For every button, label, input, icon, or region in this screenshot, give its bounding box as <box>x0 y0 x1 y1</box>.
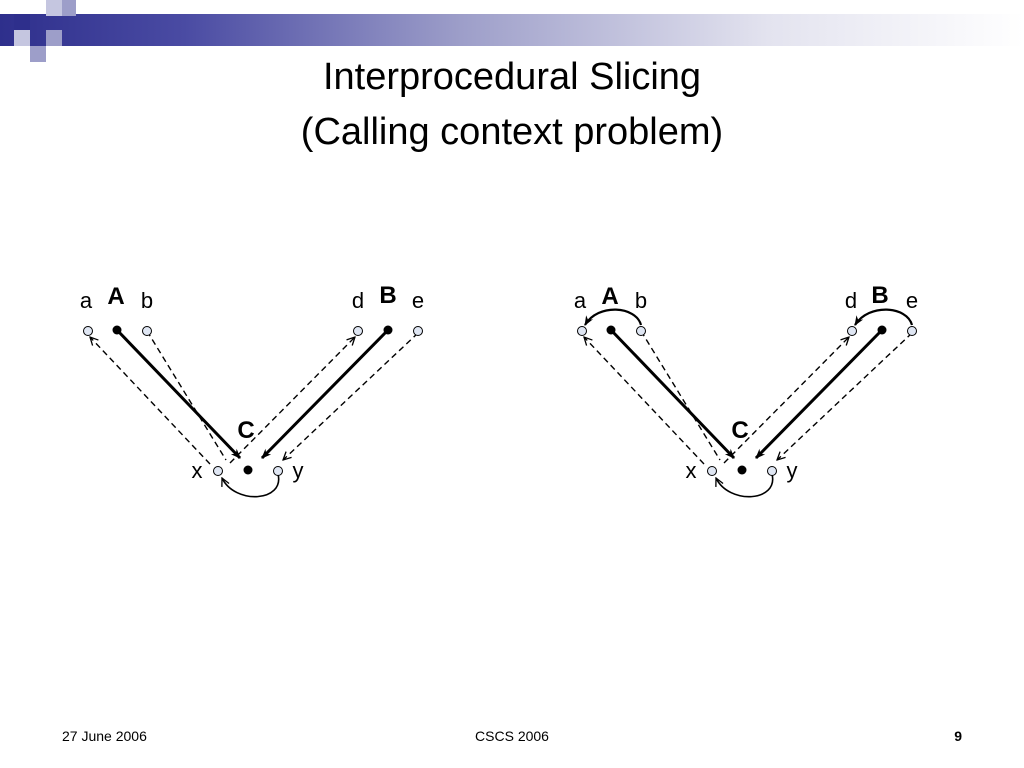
param-edge-b-to-x <box>146 330 227 461</box>
footer-date: 27 June 2006 <box>62 728 147 744</box>
label-d: d <box>845 288 857 313</box>
logo-square <box>14 14 30 30</box>
proc-label-b: B <box>379 282 396 309</box>
title-line-1: Interprocedural Slicing <box>322 56 702 98</box>
logo-square <box>14 30 30 46</box>
call-edge-b-to-c <box>260 328 390 460</box>
param-edge-b-to-x <box>640 330 721 461</box>
call-edge-a-to-c <box>609 328 736 460</box>
footer-event: CSCS 2006 <box>475 728 549 744</box>
node-d <box>847 326 857 336</box>
call-edge-b-to-c <box>754 328 884 460</box>
flow-edge-y-to-x <box>222 473 280 498</box>
call-edge-a-to-c <box>115 328 242 460</box>
param-edge-x-to-d <box>723 337 849 464</box>
node-e <box>907 326 917 336</box>
label-y: y <box>293 458 304 483</box>
label-b: b <box>141 288 153 313</box>
node-b <box>636 326 646 336</box>
param-edge-x-to-d <box>229 337 355 464</box>
label-b: b <box>635 288 647 313</box>
flow-edge-y-to-x <box>716 473 774 498</box>
node-d <box>353 326 363 336</box>
label-y: y <box>787 458 798 483</box>
label-a: a <box>80 288 93 313</box>
logo-square <box>30 46 46 62</box>
node-a <box>83 326 93 336</box>
proc-label-b: B <box>871 282 888 309</box>
param-edge-x-to-a <box>90 337 211 465</box>
proc-label-a: A <box>107 283 124 310</box>
node-c-entry <box>243 465 253 475</box>
label-e: e <box>412 288 424 313</box>
node-b <box>142 326 152 336</box>
label-x: x <box>686 458 697 483</box>
diagram-left: a A b d B e C x y <box>80 282 424 498</box>
page-number: 9 <box>954 728 962 744</box>
node-y <box>273 466 283 476</box>
node-a <box>577 326 587 336</box>
param-edge-x-to-a <box>584 337 705 465</box>
param-edge-e-to-y <box>777 332 913 460</box>
node-c-entry <box>737 465 747 475</box>
diagram-right: a A b d B e C x y <box>574 282 918 498</box>
node-a-entry <box>112 325 122 335</box>
slide-title: Interprocedural Slicing (Calling context… <box>0 50 1024 160</box>
label-d: d <box>352 288 364 313</box>
logo-square <box>46 30 62 46</box>
label-e: e <box>906 288 918 313</box>
label-x: x <box>192 458 203 483</box>
node-y <box>767 466 777 476</box>
node-b-entry <box>383 325 393 335</box>
logo-square <box>62 0 76 16</box>
node-b-entry <box>877 325 887 335</box>
summary-edge-e-to-d <box>854 308 914 326</box>
node-x <box>707 466 717 476</box>
proc-label-c: C <box>731 417 748 444</box>
logo-square <box>46 0 62 16</box>
logo-square <box>30 0 46 14</box>
node-a-entry <box>606 325 616 335</box>
param-edge-e-to-y <box>283 332 419 460</box>
label-a: a <box>574 288 587 313</box>
title-line-2: (Calling context problem) <box>300 111 724 153</box>
node-x <box>213 466 223 476</box>
proc-label-c: C <box>237 417 254 444</box>
header-gradient-bar <box>0 14 1024 46</box>
node-e <box>413 326 423 336</box>
summary-edge-b-to-a <box>584 308 643 326</box>
proc-label-a: A <box>601 283 618 310</box>
